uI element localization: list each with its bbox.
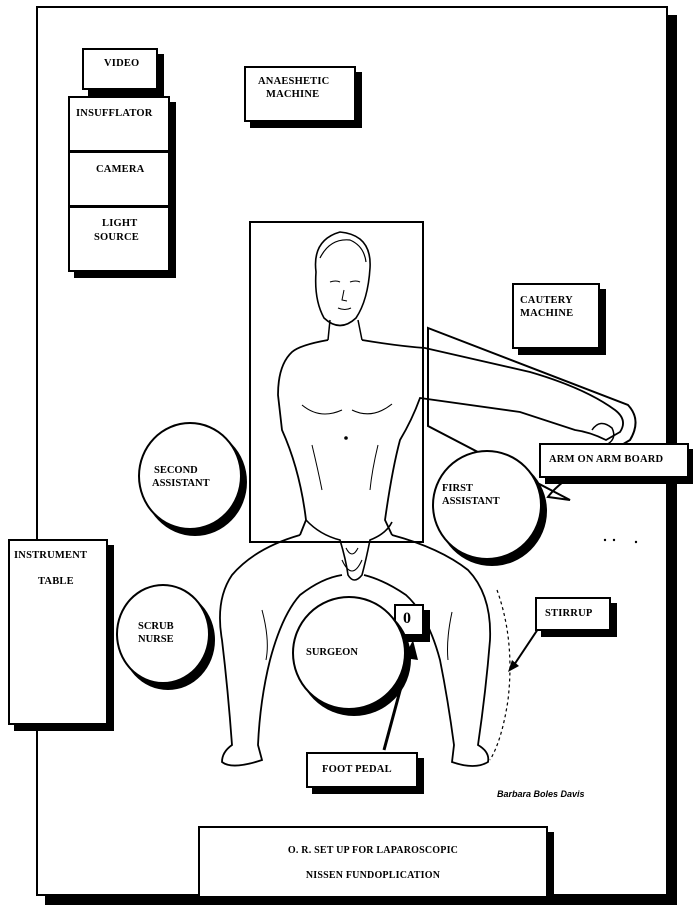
anaesthetic-label-line1: ANAESHETIC xyxy=(258,75,329,88)
scrub-nurse-line1: SCRUB xyxy=(138,620,174,633)
scrub-nurse-line2: NURSE xyxy=(138,633,174,646)
stirrup-arrow xyxy=(512,626,540,668)
first-assistant-line2: ASSISTANT xyxy=(442,495,500,508)
insufflator-label: INSUFFLATOR xyxy=(76,107,153,120)
second-assistant-circle: SECOND ASSISTANT xyxy=(138,422,242,530)
camera-box: CAMERA xyxy=(68,151,170,207)
caption-line1: O. R. SET UP FOR LAPAROSCOPIC xyxy=(200,845,546,858)
scrub-nurse-circle: SCRUB NURSE xyxy=(116,584,210,684)
second-assistant-line2: ASSISTANT xyxy=(152,477,210,490)
stirrup-box: STIRRUP xyxy=(535,597,611,631)
first-assistant-line1: FIRST xyxy=(442,482,473,495)
arm-board-label: ARM ON ARM BOARD xyxy=(549,453,663,466)
artist-credit: Barbara Boles Davis xyxy=(497,789,585,799)
instrument-table-label-line1: INSTRUMENT xyxy=(14,549,87,562)
anaesthetic-label-line2: MACHINE xyxy=(266,88,319,101)
instrument-table-box: INSTRUMENT TABLE xyxy=(8,539,108,725)
caption-box: O. R. SET UP FOR LAPAROSCOPIC NISSEN FUN… xyxy=(198,826,548,898)
stirrup-label: STIRRUP xyxy=(545,607,593,620)
first-assistant-circle: FIRST ASSISTANT xyxy=(432,450,542,560)
foot-pedal-box: FOOT PEDAL xyxy=(306,752,418,788)
surgeon-circle: SURGEON xyxy=(292,596,406,710)
foot-pedal-symbol: 0 xyxy=(403,609,411,629)
insufflator-box: INSUFFLATOR xyxy=(68,96,170,152)
cautery-label-line2: MACHINE xyxy=(520,307,573,320)
video-box: VIDEO xyxy=(82,48,158,90)
caption-line2: NISSEN FUNDOPLICATION xyxy=(200,870,546,883)
stirrup-outline xyxy=(490,590,510,760)
camera-label: CAMERA xyxy=(96,163,144,176)
anaesthetic-machine-box: ANAESHETIC MACHINE xyxy=(244,66,356,122)
light-source-label-line2: SOURCE xyxy=(94,231,139,244)
light-source-box: LIGHT SOURCE xyxy=(68,206,170,272)
foot-pedal-label: FOOT PEDAL xyxy=(322,763,392,776)
instrument-table-label-line2: TABLE xyxy=(38,575,74,588)
cautery-machine-box: CAUTERY MACHINE xyxy=(512,283,600,349)
cautery-label-line1: CAUTERY xyxy=(520,294,573,307)
arm-board-box: ARM ON ARM BOARD xyxy=(539,443,689,478)
second-assistant-line1: SECOND xyxy=(154,464,198,477)
video-label: VIDEO xyxy=(104,57,139,70)
surgeon-label: SURGEON xyxy=(306,646,358,659)
light-source-label-line1: LIGHT xyxy=(102,217,137,230)
